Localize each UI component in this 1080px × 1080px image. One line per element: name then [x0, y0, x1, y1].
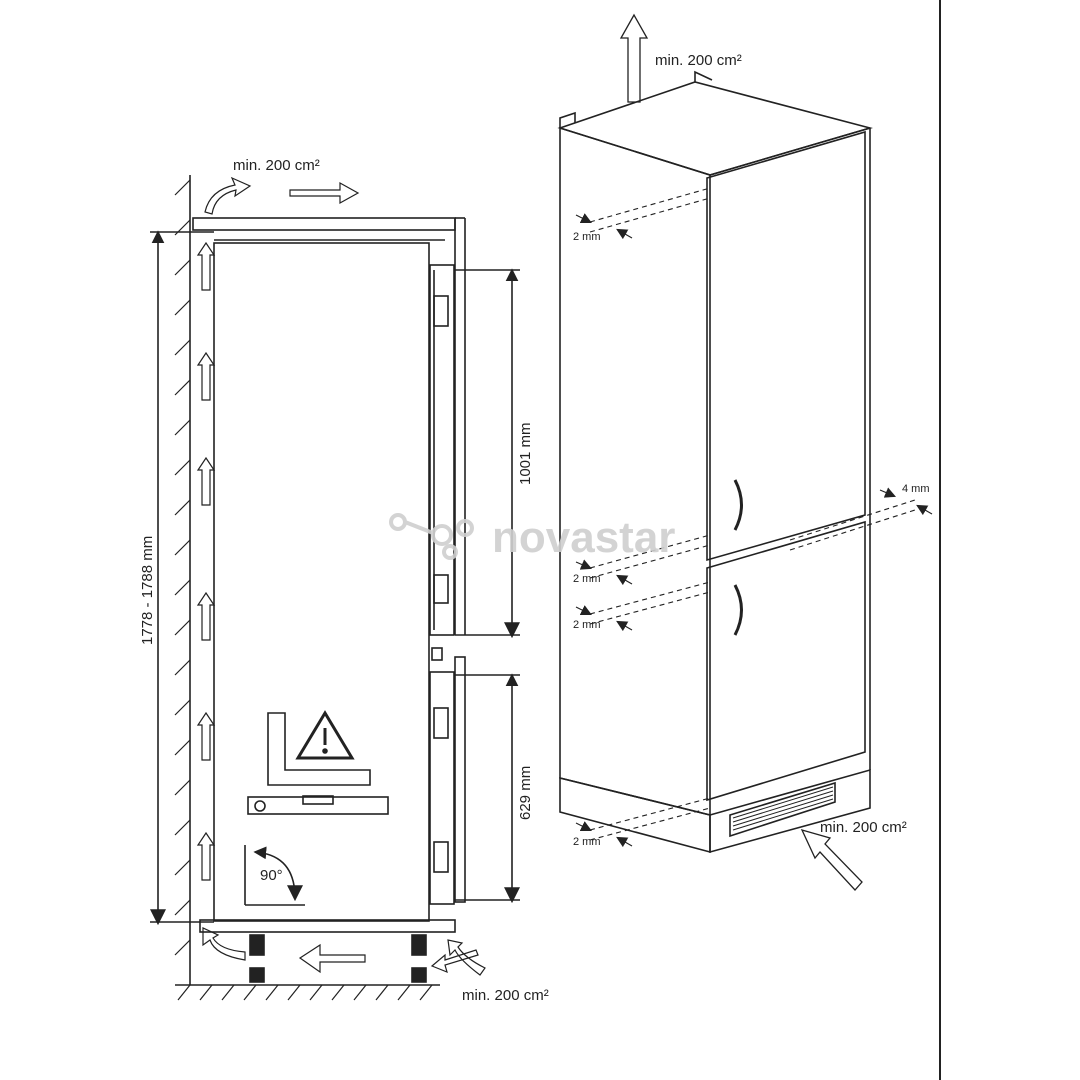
side-view: [150, 175, 520, 1001]
lower-door-height-label: 629 mm: [517, 766, 534, 820]
angle-label: 90°: [260, 867, 283, 884]
watermark-logo: novastar: [389, 513, 675, 562]
appliance-body: [213, 242, 430, 922]
upper-door: [429, 264, 455, 636]
airflow-arrow-icon: [202, 927, 246, 961]
height-range-label: 1778 - 1788 mm: [139, 536, 156, 645]
bottom-right-vent-label: min. 200 cm²: [820, 819, 907, 836]
airflow-arrow-icon: [289, 181, 360, 205]
wall-hatching: [174, 179, 191, 956]
set-square-icon: [267, 712, 371, 786]
top-right-vent-label: min. 200 cm²: [655, 52, 742, 69]
lower-door-handle: [733, 584, 743, 636]
floor-hatching: [177, 984, 433, 1001]
gap-bottom-label: 2 mm: [573, 836, 601, 848]
top-left-vent-label: min. 200 cm²: [233, 157, 320, 174]
lower-door-front: [706, 520, 866, 802]
spirit-level-icon: [247, 795, 389, 815]
right-angle-icon: [244, 845, 305, 906]
airflow-arrow-icon: [196, 241, 216, 881]
cabinet-top: [192, 217, 456, 231]
warning-icon: [295, 710, 355, 760]
gap-indicator-lines: [589, 187, 916, 841]
airflow-arrow-icon: [800, 828, 863, 891]
plinth-front: [709, 768, 871, 854]
gap-mid-1-label: 2 mm: [573, 573, 601, 585]
airflow-arrow-icon: [430, 949, 479, 974]
upper-door-front: [706, 130, 866, 562]
gap-side-label: 4 mm: [902, 483, 930, 495]
airflow-arrow-icon: [619, 13, 649, 103]
cabinet-base: [199, 919, 456, 933]
perspective-view: [557, 13, 933, 891]
watermark-text: novastar: [492, 513, 675, 562]
airflow-arrow-icon: [298, 943, 366, 974]
airflow-arrow-icon: [447, 939, 486, 976]
gap-mid-2-label: 2 mm: [573, 619, 601, 631]
ventilation-grille: [729, 781, 836, 838]
bottom-left-vent-label: min. 200 cm²: [462, 987, 549, 1004]
upper-door-handle: [733, 479, 743, 531]
cabinet-top-face: [557, 81, 873, 176]
gap-top-label: 2 mm: [573, 231, 601, 243]
airflow-arrow-icon: [204, 176, 252, 215]
upper-door-height-label: 1001 mm: [517, 422, 534, 485]
lower-door: [429, 671, 455, 905]
